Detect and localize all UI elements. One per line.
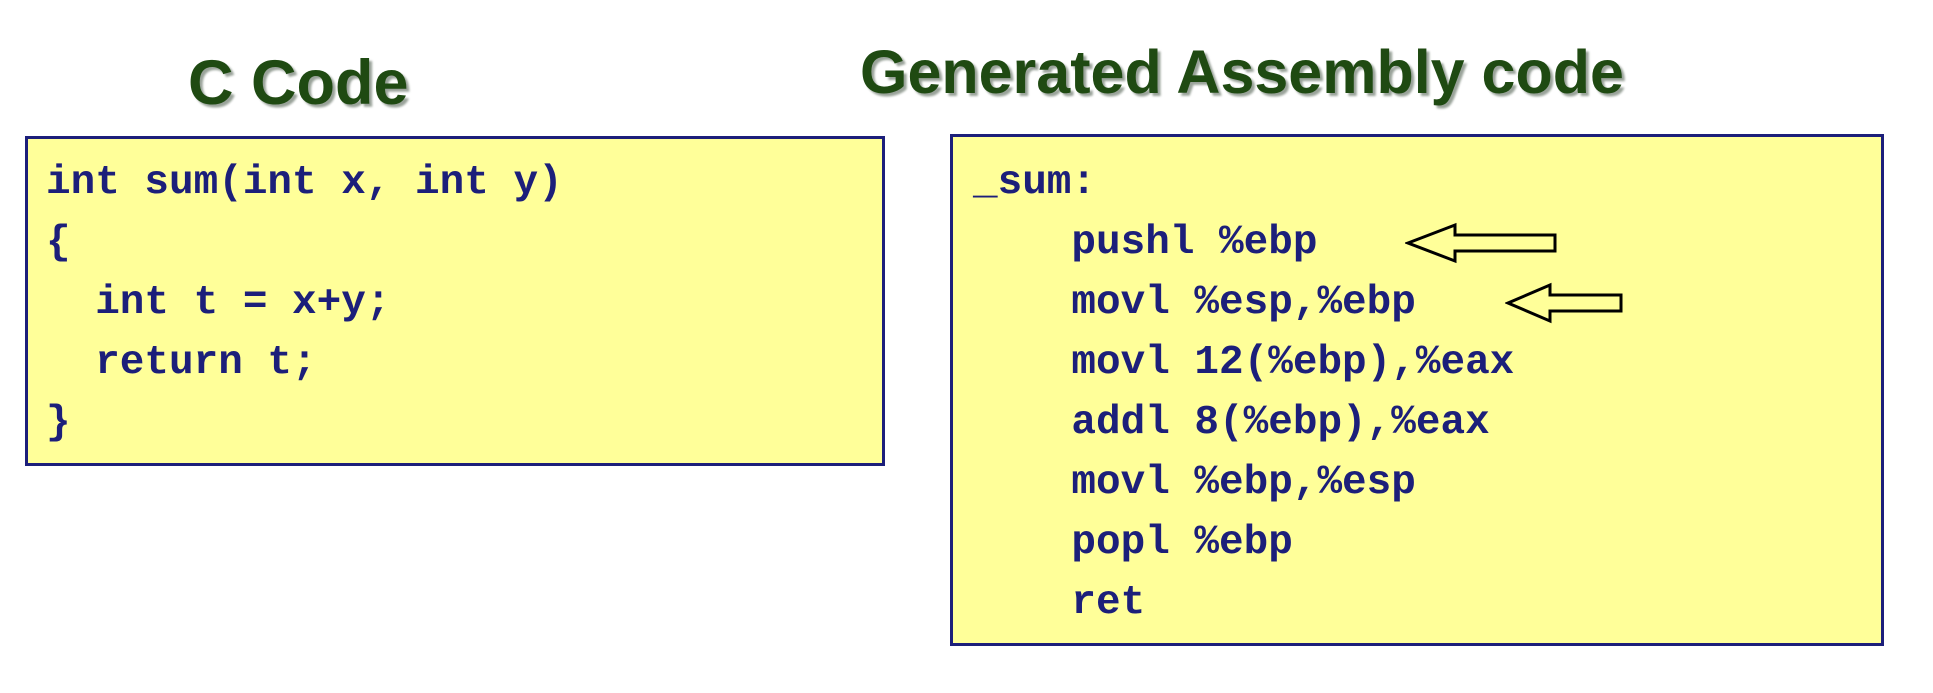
asm-instruction-line: pushl %ebp	[973, 220, 1318, 266]
c-code-title: C Code	[188, 48, 409, 118]
asm-instruction-line: movl 12(%ebp),%eax	[973, 340, 1515, 386]
asm-instruction-line: movl %ebp,%esp	[973, 460, 1416, 506]
c-code-line: {	[46, 220, 71, 266]
asm-instruction-line: popl %ebp	[973, 520, 1293, 566]
c-code-line: return t;	[46, 340, 317, 386]
left-arrow-icon	[1505, 282, 1623, 324]
left-arrow-icon	[1405, 222, 1557, 264]
asm-instruction-line: addl 8(%ebp),%eax	[973, 400, 1490, 446]
c-code-line: int t = x+y;	[46, 280, 391, 326]
asm-instruction-line: movl %esp,%ebp	[973, 280, 1416, 326]
assembly-code-title: Generated Assembly code	[860, 38, 1624, 106]
asm-instruction-line: ret	[973, 580, 1146, 626]
c-code-line: }	[46, 400, 71, 446]
c-code-line: int sum(int x, int y)	[46, 160, 563, 206]
assembly-code-box: _sum: pushl %ebp movl %esp,%ebp movl 12(…	[950, 134, 1884, 646]
asm-label-line: _sum:	[973, 160, 1097, 206]
c-code-box: int sum(int x, int y) { int t = x+y; ret…	[25, 136, 885, 466]
